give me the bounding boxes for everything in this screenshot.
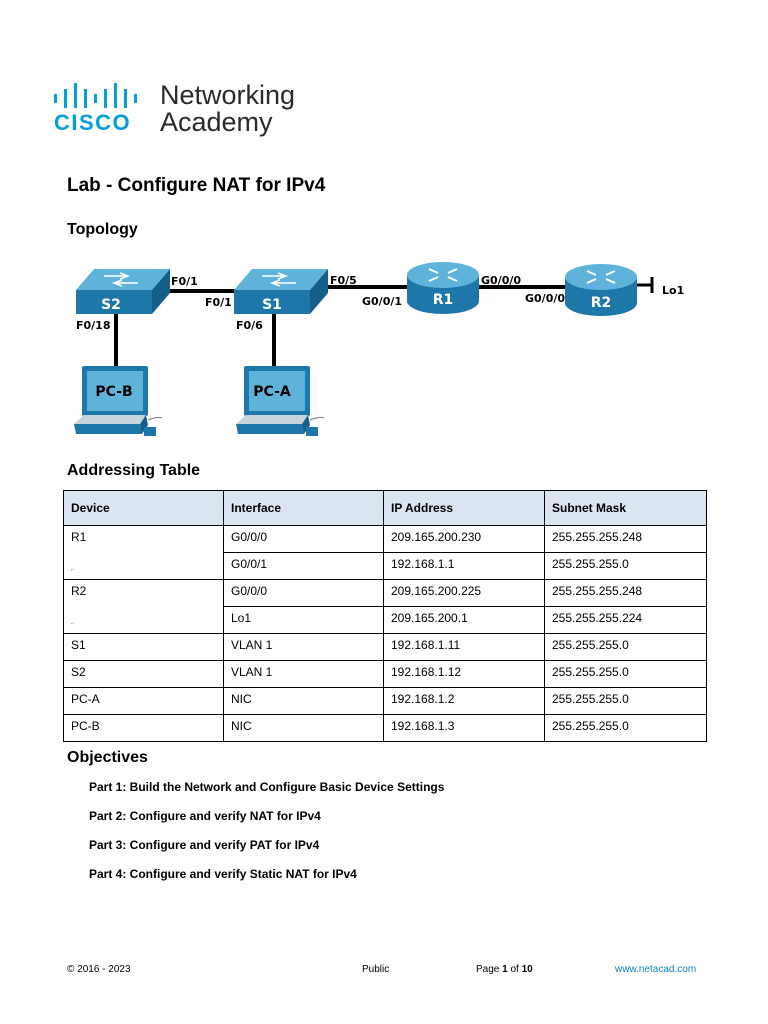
cell-ip-address: 192.168.1.1 [383, 552, 545, 580]
table-row: ↵ G0/0/1 192.168.1.1 255.255.255.0 [63, 552, 707, 580]
cell-subnet-mask: 255.255.255.0 [544, 552, 707, 580]
port-label-s1-f05: F0/5 [330, 274, 357, 287]
device-label-s2: S2 [101, 297, 121, 313]
table-row: S1 VLAN 1 192.168.1.11 255.255.255.0 [63, 633, 707, 661]
cell-ip-address: 209.165.200.230 [383, 525, 545, 553]
cell-ip-address: 192.168.1.11 [383, 633, 545, 661]
addressing-table: Device Interface IP Address Subnet Mask … [63, 490, 707, 742]
column-header-interface: Interface [223, 490, 384, 526]
port-label-s1-f06: F0/6 [236, 319, 263, 332]
column-header-device: Device [63, 490, 224, 526]
cell-interface: G0/0/0 [223, 525, 384, 553]
port-label-r2-g000: G0/0/0 [525, 292, 565, 305]
device-label-pc-b: PC-B [95, 384, 132, 400]
device-label-r2: R2 [591, 295, 612, 311]
port-label-s2-f01: F0/1 [171, 275, 198, 288]
cell-subnet-mask: 255.255.255.0 [544, 714, 707, 742]
pc-b-icon [74, 366, 163, 436]
website-link[interactable]: www.netacad.com [615, 964, 697, 975]
objectives-heading: Objectives [67, 749, 148, 766]
footer-classification: Public [362, 964, 390, 975]
port-label-r1-g000: G0/0/0 [481, 274, 521, 287]
column-header-subnet-mask: Subnet Mask [544, 490, 707, 526]
cell-device: R1 [63, 525, 224, 553]
cell-subnet-mask: 255.255.255.224 [544, 606, 707, 634]
cell-device: R2 [63, 579, 224, 607]
table-row: ↵ Lo1 209.165.200.1 255.255.255.224 [63, 606, 707, 634]
cell-subnet-mask: 255.255.255.0 [544, 687, 707, 715]
switch-s1-icon [234, 269, 328, 314]
cell-subnet-mask: 255.255.255.0 [544, 633, 707, 661]
table-row: PC-A NIC 192.168.1.2 255.255.255.0 [63, 687, 707, 715]
cell-subnet-mask: 255.255.255.0 [544, 660, 707, 688]
continuation-mark: ↵ [71, 566, 75, 572]
cell-subnet-mask: 255.255.255.248 [544, 525, 707, 553]
router-r1-icon [407, 262, 479, 314]
cell-subnet-mask: 255.255.255.248 [544, 579, 707, 607]
table-header-row: Device Interface IP Address Subnet Mask [63, 490, 707, 526]
table-row: S2 VLAN 1 192.168.1.12 255.255.255.0 [63, 660, 707, 688]
footer-page-number: Page 1 of 10 [476, 964, 533, 975]
footer-website: www.netacad.com [615, 964, 696, 975]
page-title: Lab - Configure NAT for IPv4 [67, 175, 326, 196]
port-label-s2-f018: F0/18 [76, 319, 111, 332]
logo-academy-text: Academy [160, 107, 273, 137]
continuation-mark: ↵ [71, 620, 75, 626]
router-r2-icon [565, 264, 637, 316]
logo-networking-text: Networking [160, 80, 296, 110]
cell-ip-address: 192.168.1.2 [383, 687, 545, 715]
cell-ip-address: 192.168.1.12 [383, 660, 545, 688]
cell-interface: NIC [223, 714, 384, 742]
addressing-table-heading: Addressing Table [67, 462, 201, 479]
objective-item: Part 3: Configure and verify PAT for IPv… [89, 838, 320, 852]
cell-device: S2 [63, 660, 224, 688]
table-row: R2 G0/0/0 209.165.200.225 255.255.255.24… [63, 579, 707, 607]
objective-item: Part 2: Configure and verify NAT for IPv… [89, 809, 321, 823]
cell-interface: VLAN 1 [223, 660, 384, 688]
cell-interface: VLAN 1 [223, 633, 384, 661]
table-row: R1 G0/0/0 209.165.200.230 255.255.255.24… [63, 525, 707, 553]
cell-device: ↵ [63, 552, 224, 580]
footer-copyright: © 2016 - 2023 [67, 964, 131, 975]
port-label-lo1: Lo1 [662, 284, 684, 297]
cell-device: ↵ [63, 606, 224, 634]
table-row: PC-B NIC 192.168.1.3 255.255.255.0 [63, 714, 707, 742]
port-label-s1-f01: F0/1 [205, 296, 232, 309]
cell-device: PC-B [63, 714, 224, 742]
device-label-s1: S1 [262, 297, 282, 313]
cell-ip-address: 192.168.1.3 [383, 714, 545, 742]
page-of: of [507, 964, 522, 975]
topology-heading: Topology [67, 221, 138, 238]
cell-interface: NIC [223, 687, 384, 715]
cisco-wordmark: CISCO [54, 110, 132, 135]
switch-s2-icon [76, 269, 170, 314]
page-prefix: Page [476, 964, 503, 975]
pc-a-icon [236, 366, 325, 436]
cell-interface: Lo1 [223, 606, 384, 634]
cell-ip-address: 209.165.200.225 [383, 579, 545, 607]
column-header-ip-address: IP Address [383, 490, 545, 526]
page-total: 10 [521, 964, 533, 975]
topology-diagram: S2 S1 R1 R2 PC-B [74, 262, 684, 436]
objectives-list: Part 1: Build the Network and Configure … [89, 780, 444, 896]
cell-interface: G0/0/0 [223, 579, 384, 607]
device-label-r1: R1 [433, 292, 454, 308]
cisco-bars-icon [54, 83, 137, 108]
cell-interface: G0/0/1 [223, 552, 384, 580]
cell-ip-address: 209.165.200.1 [383, 606, 545, 634]
cell-device: PC-A [63, 687, 224, 715]
port-label-r1-g001: G0/0/1 [362, 295, 402, 308]
device-label-pc-a: PC-A [253, 384, 291, 400]
cell-device: S1 [63, 633, 224, 661]
cisco-networking-academy-logo: CISCO Networking Academy [54, 80, 304, 140]
objective-item: Part 1: Build the Network and Configure … [89, 780, 445, 794]
objective-item: Part 4: Configure and verify Static NAT … [89, 867, 357, 881]
page-current: 1 [502, 964, 508, 975]
